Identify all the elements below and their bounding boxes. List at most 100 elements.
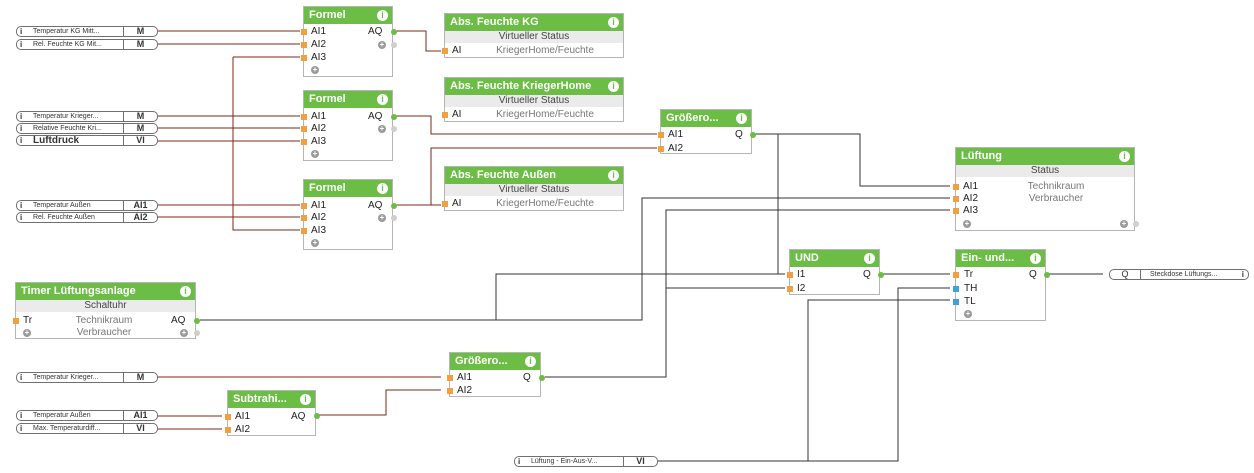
input-pin[interactable] [787, 286, 793, 292]
output-pin[interactable] [391, 114, 397, 120]
input-pin[interactable] [953, 196, 959, 202]
input-pin[interactable] [787, 272, 793, 278]
input-feuchte-krieger[interactable]: i Relative Feuchte Kri... M [16, 123, 158, 134]
output-pin[interactable] [1133, 221, 1139, 227]
info-icon[interactable]: i [1030, 253, 1041, 264]
info-icon[interactable]: i [608, 17, 619, 28]
input-pin[interactable] [301, 29, 307, 35]
add-output-icon[interactable]: + [378, 40, 386, 49]
block-groesser-2[interactable]: Größero...i AI1 AI2 Q [447, 352, 545, 397]
output-pin[interactable] [194, 318, 200, 324]
block-header[interactable]: Subtrahi...i [228, 391, 315, 408]
info-icon[interactable]: i [180, 286, 191, 297]
info-icon[interactable]: i [20, 201, 23, 210]
add-input-icon[interactable]: + [311, 238, 319, 247]
output-pin[interactable] [391, 203, 397, 209]
output-pin[interactable] [1044, 272, 1050, 278]
info-icon[interactable]: i [300, 394, 311, 405]
input-pin[interactable] [301, 203, 307, 209]
input-pin[interactable] [953, 272, 959, 278]
input-luftdruck[interactable]: i Luftdruck VI [16, 135, 158, 146]
block-header[interactable]: Größero...i [450, 353, 540, 370]
add-output-icon[interactable]: + [378, 124, 386, 133]
add-output-icon[interactable]: + [378, 213, 386, 222]
input-pin[interactable] [658, 146, 664, 152]
info-icon[interactable]: i [20, 27, 23, 36]
info-icon[interactable]: i [1241, 270, 1244, 279]
input-temp-kg[interactable]: i Temperatur KG Mitt... M [16, 26, 158, 37]
output-pin[interactable] [878, 272, 884, 278]
input-pin[interactable] [658, 132, 664, 138]
input-pin[interactable] [301, 228, 307, 234]
input-max-tempdiff[interactable]: i Max. Temperaturdiff... VI [16, 423, 158, 434]
output-pin[interactable] [391, 42, 397, 48]
info-icon[interactable]: i [20, 112, 23, 121]
block-groesser-1[interactable]: Größero...i AI1 AI2 Q [658, 109, 756, 154]
output-pin[interactable] [391, 29, 397, 35]
info-icon[interactable]: i [20, 373, 23, 382]
block-header[interactable]: Ein- und...i [956, 250, 1045, 267]
output-pin[interactable] [539, 375, 545, 381]
input-pin[interactable] [953, 299, 959, 305]
input-pin[interactable] [301, 215, 307, 221]
input-pin[interactable] [442, 201, 448, 207]
output-pin[interactable] [750, 132, 756, 138]
input-temp-aussen-2[interactable]: i Temperatur Außen AI1 [16, 410, 158, 421]
block-header[interactable]: Größero...i [661, 110, 751, 127]
output-pin[interactable] [391, 215, 397, 221]
add-input-icon[interactable]: + [964, 309, 972, 318]
output-pin[interactable] [194, 330, 200, 336]
info-icon[interactable]: i [1119, 151, 1130, 162]
input-pin[interactable] [953, 208, 959, 214]
block-subtrahieren[interactable]: Subtrahi...i AI1 AI2 AQ [225, 390, 320, 436]
info-icon[interactable]: i [377, 183, 388, 194]
input-pin[interactable] [301, 55, 307, 61]
input-temp-krieger[interactable]: i Temperatur Krieger... M [16, 111, 158, 122]
info-icon[interactable]: i [20, 136, 23, 145]
info-icon[interactable]: i [377, 10, 388, 21]
input-feuchte-kg[interactable]: i Rel. Feuchte KG Mit... M [16, 39, 158, 50]
input-pin[interactable] [953, 286, 959, 292]
info-icon[interactable]: i [20, 213, 23, 222]
output-pin[interactable] [314, 413, 320, 419]
input-lueftung-ein-aus[interactable]: i Lüftung - Ein-Aus-V... VI [514, 456, 658, 467]
input-pin[interactable] [225, 427, 231, 433]
info-icon[interactable]: i [608, 81, 619, 92]
add-output-icon[interactable]: + [180, 328, 188, 337]
add-input-icon[interactable]: + [23, 328, 31, 337]
input-pin[interactable] [442, 112, 448, 118]
output-pin[interactable] [391, 126, 397, 132]
input-pin[interactable] [13, 318, 19, 324]
input-pin[interactable] [447, 375, 453, 381]
info-icon[interactable]: i [525, 356, 536, 367]
info-icon[interactable]: i [20, 424, 23, 433]
info-icon[interactable]: i [20, 40, 23, 49]
add-output-icon[interactable]: + [1120, 219, 1128, 228]
block-ein-und[interactable]: Ein- und...i Tr TH TL Q + [953, 249, 1050, 321]
input-pin[interactable] [447, 388, 453, 394]
input-temp-aussen[interactable]: i Temperatur Außen AI1 [16, 200, 158, 211]
info-icon[interactable]: i [736, 113, 747, 124]
add-input-icon[interactable]: + [311, 65, 319, 74]
input-pin[interactable] [301, 126, 307, 132]
input-pin[interactable] [301, 114, 307, 120]
add-input-icon[interactable]: + [311, 149, 319, 158]
info-icon[interactable]: i [864, 253, 875, 264]
input-feuchte-aussen[interactable]: i Rel. Feuchte Außen AI2 [16, 212, 158, 223]
